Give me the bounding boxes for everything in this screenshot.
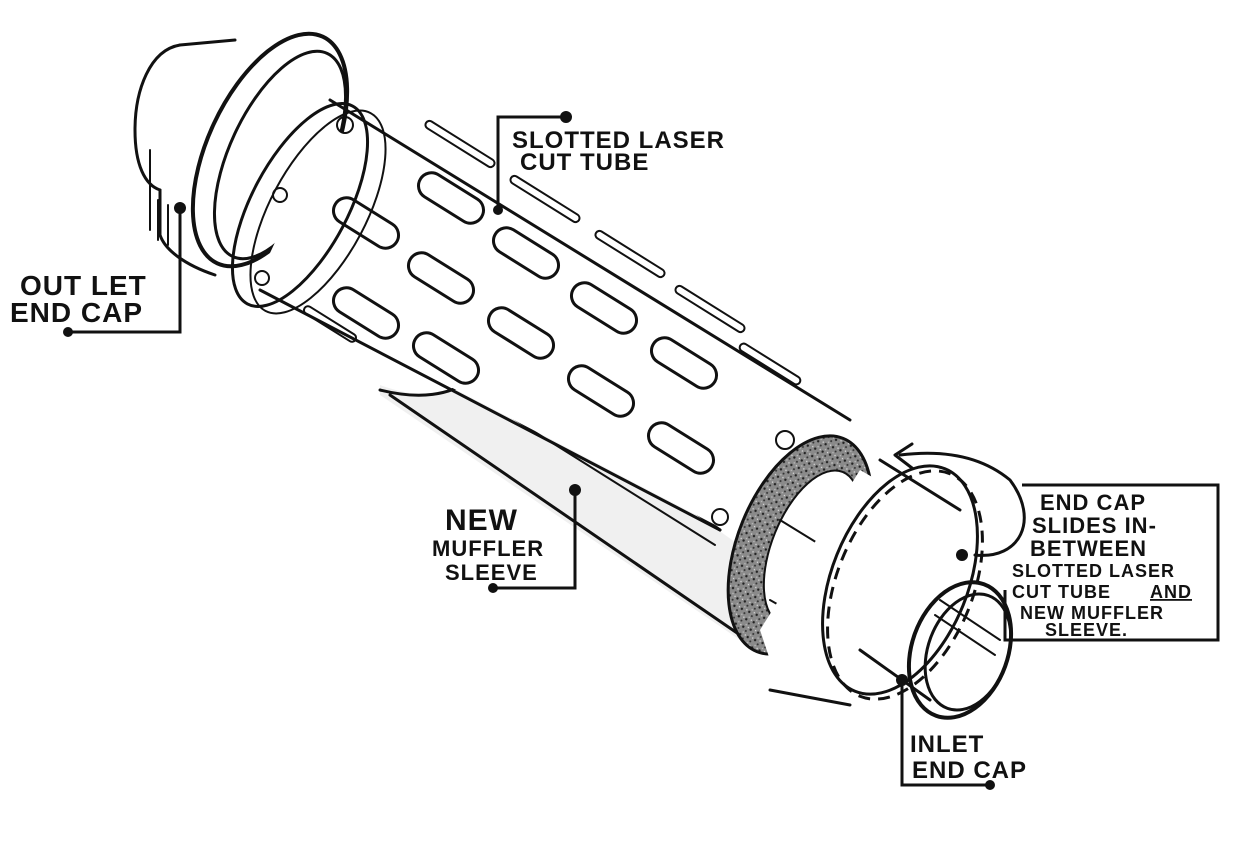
- note-line3: BETWEEN: [1030, 536, 1147, 561]
- note-line7: NEW MUFFLER: [1020, 603, 1164, 623]
- arrow-head-icon: [893, 442, 914, 470]
- note-line5: CUT TUBE: [1012, 582, 1111, 602]
- label-slotted-tube-line2: CUT TUBE: [520, 149, 649, 176]
- note-line1: END CAP: [1040, 490, 1146, 515]
- inlet-end-cap: [760, 458, 1014, 720]
- tube-slots: [302, 119, 802, 475]
- insertion-arrow: [898, 451, 1026, 557]
- leader-lines: [63, 111, 1220, 790]
- label-inlet-cap-line1: INLET: [910, 731, 984, 758]
- label-new-sleeve-line2: MUFFLER: [432, 536, 544, 561]
- note-line8: SLEEVE.: [1045, 620, 1128, 640]
- label-slotted-tube: SLOTTED LASER CUT TUBE: [512, 127, 725, 176]
- label-inlet-cap-line2: END CAP: [912, 757, 1027, 784]
- label-outlet-cap: OUT LET END CAP: [10, 270, 147, 328]
- label-new-sleeve: NEW MUFFLER SLEEVE: [432, 504, 544, 585]
- note-line6: AND: [1150, 582, 1192, 602]
- label-inlet-cap: INLET END CAP: [910, 731, 1027, 784]
- note-line2: SLIDES IN-: [1032, 513, 1157, 538]
- label-end-cap-note: END CAP SLIDES IN- BETWEEN SLOTTED LASER…: [1012, 490, 1192, 640]
- slotted-laser-cut-tube: [230, 98, 852, 532]
- label-new-sleeve-line3: SLEEVE: [445, 560, 538, 585]
- note-line4: SLOTTED LASER: [1012, 561, 1175, 581]
- label-new-sleeve-line1: NEW: [445, 504, 518, 537]
- label-slotted-tube-line1: SLOTTED LASER: [512, 127, 725, 154]
- label-outlet-cap-line2: END CAP: [10, 297, 143, 328]
- label-outlet-cap-line1: OUT LET: [20, 270, 147, 301]
